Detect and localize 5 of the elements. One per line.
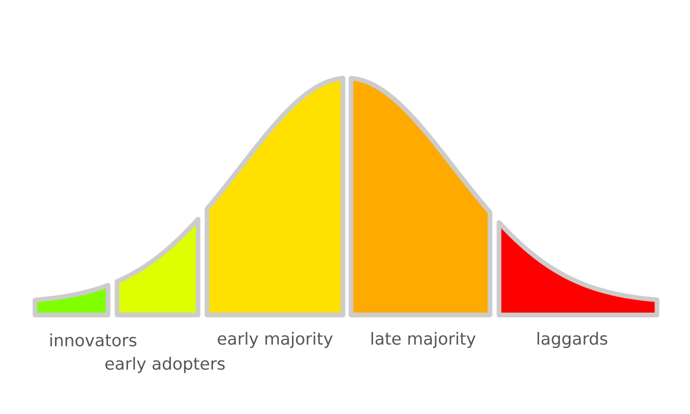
segment-label: early adopters [105,356,225,374]
segment-label: late majority [372,332,476,348]
segment-label: early majority [218,332,333,348]
segment-label: innovators [50,334,136,346]
segment-label: laggards [538,332,608,348]
